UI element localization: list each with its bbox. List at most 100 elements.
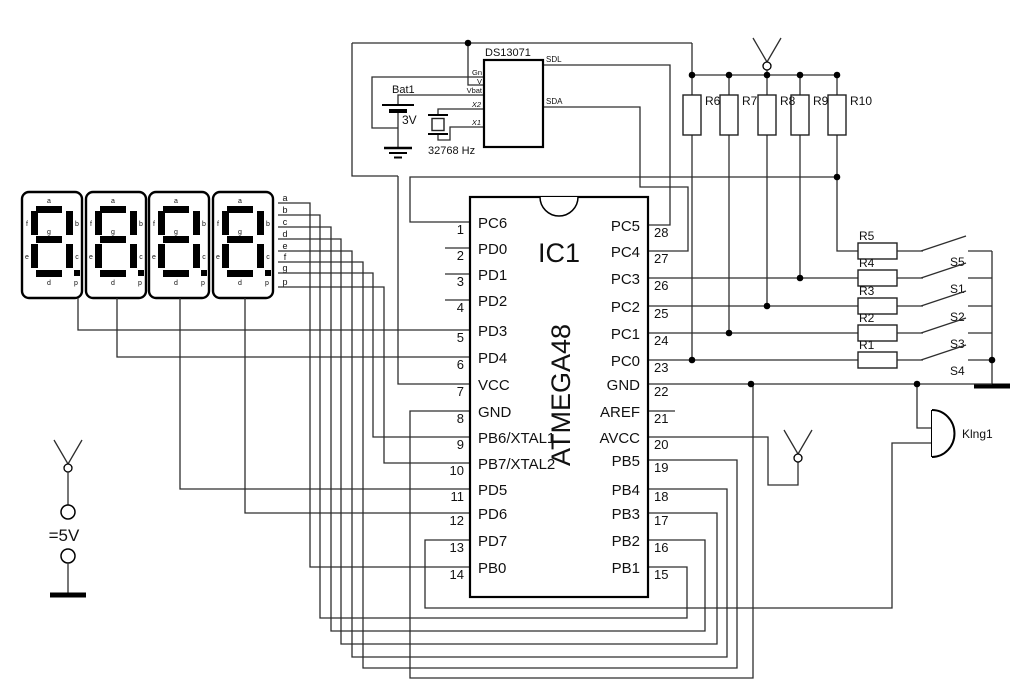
pin-name: AREF [600,404,640,421]
pin-name: PC4 [611,244,640,261]
buzzer-net-wires [424,442,932,609]
rtc-chip: DS13071 Gn V Vbat X2 X1 SDL SDA [467,47,563,149]
resistor-label-r3: R3 [859,284,875,298]
pin-name: GND [607,377,641,394]
pin-name: PD7 [478,533,507,550]
switch-row-s5: R5 S5 [857,229,992,269]
pin-name: AVCC [599,430,640,447]
pin-number: 25 [654,306,668,321]
pin-number: 18 [654,489,668,504]
unconnected-pin-stubs [445,247,675,412]
pin-number: 22 [654,384,668,399]
pin-number: 15 [654,567,668,582]
buzzer-ref-label: Klng1 [962,427,993,441]
mcu-ref-label: IC1 [538,238,580,268]
pin-number: 4 [457,300,464,315]
power-flag-avcc [783,429,813,463]
rtc-pin-vbat: Vbat [467,86,483,95]
crystal: 32768 Hz [428,114,475,157]
pin-number: 16 [654,540,668,555]
segment-net-wires [278,202,738,669]
bus-label-f: f [284,252,287,262]
mcu-part-label: ATMEGA48 [546,324,576,466]
battery-ref-label: Bat1 [392,84,415,96]
mcu-left-pin-names: PC6 PD0 PD1 PD2 PD3 PD4 VCC GND PB6/XTAL… [478,215,555,577]
mcu-left-pin-numbers: 1 2 3 4 5 6 7 8 9 10 11 12 13 14 [450,222,464,582]
switch-label-s5: S5 [950,255,965,269]
resistor-label-r10: R10 [850,94,872,108]
pin-number: 6 [457,357,464,372]
vcc-net-wires [351,42,838,385]
pin-name: PB0 [478,560,506,577]
bus-label-c: c [283,217,288,227]
pin-name: PB2 [612,533,640,550]
switch-row-s3: R2 S3 [857,311,992,351]
pin-number: 27 [654,251,668,266]
pin-number: 12 [450,513,464,528]
bus-label-a: a [282,193,287,203]
pin-name: PB6/XTAL1 [478,430,555,447]
switch-row-s2: R3 S2 [857,284,992,324]
pin-number: 10 [450,463,464,478]
pin-name: PC1 [611,326,640,343]
display-digit-2 [84,190,148,300]
pin-number: 19 [654,460,668,475]
mcu-right-pin-names: PC5 PC4 PC3 PC2 PC1 PC0 GND AREF AVCC PB… [599,218,640,577]
bus-label-d: d [282,229,287,239]
pin-name: PC3 [611,271,640,288]
rtc-part-label: DS13071 [485,47,531,59]
rtc-pin-scl: SDL [546,55,562,64]
gnd-net-wires [409,383,992,679]
rtc-pin-sda: SDA [546,97,563,106]
switch-row-s1: R4 S1 [857,256,992,296]
pin-name: PB4 [612,482,640,499]
pin-name: PD3 [478,323,507,340]
pin-name: PB3 [612,506,640,523]
mcu-chip: IC1 ATMEGA48 PC6 PD0 PD1 PD2 PD3 PD4 VCC… [450,195,668,599]
display-digit-3 [147,190,211,300]
pin-number: 28 [654,225,668,240]
resistor-label-r6: R6 [705,94,721,108]
bus-label-b: b [282,205,287,215]
pin-name: PB5 [612,453,640,470]
power-supply-block: =5V [49,439,86,598]
bus-label-g: g [282,263,287,273]
pin-name: PC5 [611,218,640,235]
pin-number: 11 [451,489,465,504]
switch-label-s4: S4 [950,364,965,378]
switch-label-s2: S2 [950,310,965,324]
pullup-drop-wires [691,135,838,360]
pin-name: PC2 [611,299,640,316]
bus-label-e: e [282,241,287,251]
battery-voltage-label: 3V [402,113,417,127]
resistor-label-r9: R9 [813,94,829,108]
battery: Bat1 3V [382,84,417,159]
mcu-right-pin-numbers: 28 27 26 25 24 23 22 21 20 19 18 17 16 1… [654,225,668,582]
switch-row-s4: R1 S4 [857,338,992,378]
pin-number: 13 [450,540,464,555]
rtc-wires [371,64,689,252]
pin-number: 21 [654,411,668,426]
display-digit-4 [211,190,275,300]
supply-voltage-label: =5V [49,526,80,545]
display-common-wires [77,298,470,514]
bus-label-p: p [282,277,287,287]
pin-number: 1 [457,222,464,237]
pin-number: 2 [457,248,464,263]
resistor-label-r1: R1 [859,338,875,352]
port-c-wires [409,176,858,361]
pin-number: 20 [654,437,668,452]
pin-name: PC0 [611,353,640,370]
resistor-label-r2: R2 [859,311,875,325]
pin-name: VCC [478,377,510,394]
pin-number: 5 [457,330,464,345]
pin-number: 9 [457,437,464,452]
rtc-pin-v: V [477,77,482,86]
segment-bus-labels: a b c d e f g p [282,193,287,287]
pin-name: PD5 [478,482,507,499]
pin-name: PD4 [478,350,507,367]
pin-number: 26 [654,278,668,293]
rtc-pin-x1: X1 [471,118,481,127]
pin-number: 14 [450,567,464,582]
